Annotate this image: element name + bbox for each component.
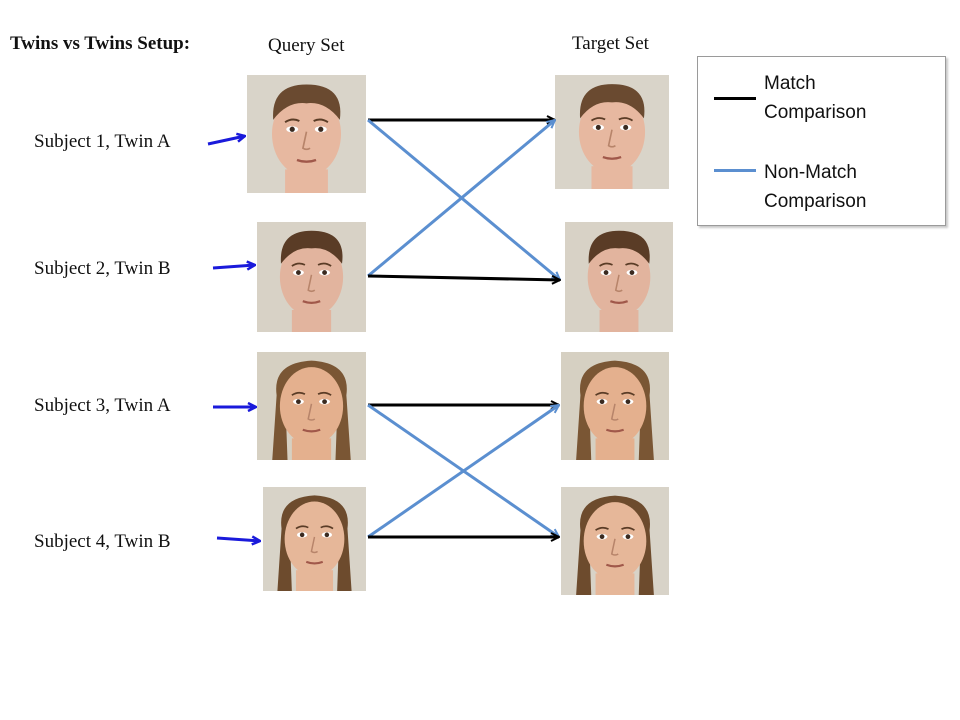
target-face-3 (561, 352, 669, 460)
subject-arrow-4 (216, 538, 260, 541)
query-face-1 (247, 75, 366, 193)
legend-nonmatch-label: Non-Match Comparison (764, 162, 867, 212)
setup-title: Twins vs Twins Setup: (10, 33, 191, 54)
match-arrow-2-2 (367, 274, 560, 280)
target-face-4 (561, 487, 669, 595)
nonmatch-arrow-4-3 (367, 405, 559, 539)
legend-match-label: Match Comparison (764, 73, 867, 123)
query-face-4 (263, 487, 366, 591)
target-face-2 (565, 222, 673, 332)
nonmatch-arrow-2-1 (367, 120, 555, 278)
nonmatch-arrow-1-2 (367, 118, 560, 280)
query-face-3 (257, 352, 366, 460)
legend-match-swatch (714, 97, 756, 100)
target-face-1 (555, 75, 669, 189)
query-set-heading: Query Set (268, 35, 345, 56)
subject-arrow-1 (207, 136, 245, 146)
subject-label-1: Subject 1, Twin A (34, 131, 171, 152)
subject-arrow-2 (212, 265, 255, 268)
subject-label-2: Subject 2, Twin B (34, 258, 171, 279)
legend-nonmatch-swatch (714, 169, 756, 172)
query-face-2 (257, 222, 366, 332)
subject-label-3: Subject 3, Twin A (34, 395, 171, 416)
target-set-heading: Target Set (572, 33, 649, 54)
legend: Match Comparison Non-Match Comparison (697, 56, 946, 226)
subject-label-4: Subject 4, Twin B (34, 531, 171, 552)
